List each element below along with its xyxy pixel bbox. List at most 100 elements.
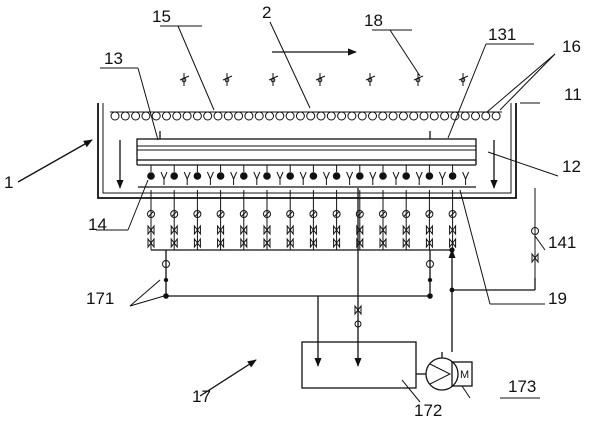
roller [409, 111, 419, 121]
roller [141, 111, 151, 121]
valve-symbol [217, 224, 225, 236]
label-2: 2 [262, 3, 271, 22]
roller [192, 111, 202, 121]
flow-meter-needle [148, 211, 154, 217]
spray-nozzle-head [415, 77, 421, 83]
nozzle-spray-fan [160, 171, 168, 181]
roller [120, 111, 130, 121]
roller [172, 111, 182, 121]
flow-meter [425, 210, 434, 218]
valve-symbol [402, 224, 410, 236]
flow-meter-needle [241, 211, 247, 217]
flow-meter-needle [264, 211, 270, 217]
flow-meter [193, 210, 202, 218]
flow-meter [448, 210, 457, 218]
roller [419, 111, 429, 121]
collector-node-right [427, 293, 433, 299]
tank-inner-wall [102, 103, 512, 194]
nozzle-spray-fan [230, 171, 238, 181]
leader-line [129, 279, 161, 307]
leader-lines [17, 21, 559, 403]
roller [234, 111, 244, 121]
flow-meter-needle [195, 211, 200, 217]
valve-symbol [193, 224, 201, 236]
motor-symbol: M [460, 369, 469, 381]
valve-symbol [449, 237, 457, 249]
flow-meter-needle [171, 211, 177, 217]
valve-symbol [449, 224, 457, 236]
inner-plate-assembly [136, 131, 477, 188]
flow-meter [170, 210, 179, 218]
spray-nozzle-head [224, 77, 230, 83]
branch-pipes-and-valves [147, 188, 539, 278]
roller [131, 111, 141, 121]
leader-line [459, 189, 491, 305]
lower-nozzle-row [147, 165, 470, 185]
roller [182, 111, 192, 121]
roller [337, 111, 347, 121]
valve-symbol [286, 224, 294, 236]
roller-conveyor [110, 111, 502, 121]
label-17: 17 [192, 387, 211, 406]
roller [275, 111, 285, 121]
nozzle-spray-fan [392, 171, 400, 181]
leader-line [269, 21, 311, 109]
roller [491, 111, 501, 121]
valve-symbol [147, 237, 155, 249]
valve-symbol [240, 224, 248, 236]
valve-symbol [379, 237, 387, 249]
flow-meter [239, 210, 248, 218]
label-141: 141 [548, 233, 576, 252]
side-flow-meter [531, 227, 539, 235]
nozzle-head [425, 172, 434, 180]
spray-nozzle-head [270, 77, 276, 83]
collector-node-left [163, 293, 169, 299]
collection-piping [151, 188, 536, 367]
valve-symbol [217, 237, 225, 249]
valve-symbol [263, 224, 271, 236]
flow-meter-needle [334, 211, 339, 217]
flow-meter [355, 210, 364, 218]
label-131: 131 [488, 25, 516, 44]
roller [265, 111, 274, 121]
nozzle-head [356, 172, 364, 180]
roller [357, 111, 367, 121]
outer-tank [97, 103, 517, 199]
flow-meter-needle [218, 211, 223, 217]
leader-line [137, 67, 159, 141]
roller [460, 111, 470, 121]
valve-symbol [402, 237, 410, 249]
valve-symbol [356, 237, 364, 249]
nozzle-spray-fan [462, 171, 470, 181]
leader-line [534, 235, 546, 251]
discharge-node [449, 247, 455, 253]
leader-line [487, 151, 559, 177]
nozzle-spray-fan [369, 171, 377, 181]
nozzle-head [216, 172, 225, 180]
label-173: 173 [508, 377, 536, 396]
valve-symbol [240, 237, 248, 249]
valve-symbol [193, 237, 201, 249]
nozzle-spray-fan [346, 171, 354, 181]
nozzle-head [332, 172, 341, 180]
reservoir-tank [301, 341, 417, 389]
roller [429, 111, 439, 121]
valve-symbol [425, 237, 433, 249]
flow-meter [402, 210, 411, 218]
roller [203, 111, 213, 121]
nozzle-head [193, 172, 202, 180]
flow-meter [286, 210, 295, 218]
nozzle-spray-fan [438, 171, 446, 181]
reservoir-box [301, 341, 426, 389]
label-19: 19 [548, 289, 567, 308]
flow-meter-needle [427, 211, 432, 217]
tank-outer-wall [97, 103, 517, 199]
spray-nozzle-head [317, 77, 323, 83]
roller [471, 111, 480, 121]
roller [295, 111, 305, 121]
valve-symbol [309, 237, 317, 249]
label-13: 13 [104, 49, 123, 68]
nozzle-spray-fan [206, 171, 214, 181]
valve-symbol [356, 224, 364, 236]
spray-nozzle-head [181, 77, 187, 83]
